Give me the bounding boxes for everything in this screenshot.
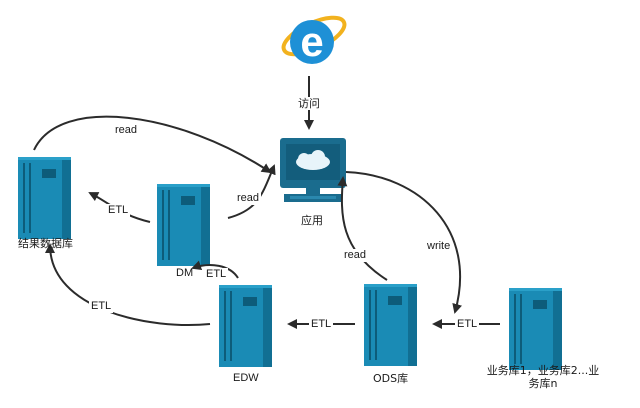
biz-label: 业务库1，业务库2...业务库n [486, 364, 600, 390]
edge-etl-edw-dm [191, 260, 239, 279]
edge-read-ods-app [337, 176, 388, 281]
ods-server-icon [364, 284, 417, 366]
edge-label-visit: 访问 [296, 97, 322, 110]
edw-label: EDW [233, 372, 259, 384]
edge-write-app-ods [345, 171, 462, 314]
svg-text:e: e [300, 18, 323, 65]
edge-label-read-dm-app: read [235, 192, 262, 205]
result-db-label: 结果数据库 [18, 237, 73, 250]
app-label: 应用 [301, 214, 323, 227]
edge-read-result-app [33, 115, 272, 174]
edge-label-etl-biz-ods: ETL [455, 318, 480, 331]
edge-label-etl-edw-result: ETL [89, 300, 114, 313]
edw-server-icon [219, 285, 272, 367]
internet-explorer-icon: e [281, 15, 347, 65]
biz-server-icon [509, 288, 562, 370]
result-db-server-icon [18, 157, 71, 239]
computer-monitor-icon [280, 138, 346, 202]
edge-label-etl-ods-edw: ETL [309, 318, 334, 331]
edge-label-read-ods-app: read [342, 249, 369, 262]
edge-label-etl-dm-result: ETL [106, 204, 131, 217]
dm-server-icon [157, 184, 210, 266]
edge-label-write-app-ods: write [425, 240, 453, 253]
ods-label: ODS库 [373, 372, 409, 385]
dm-label: DM [176, 267, 194, 279]
edge-label-etl-edw-dm: ETL [204, 268, 229, 281]
edge-label-read-result-app: read [113, 124, 140, 137]
